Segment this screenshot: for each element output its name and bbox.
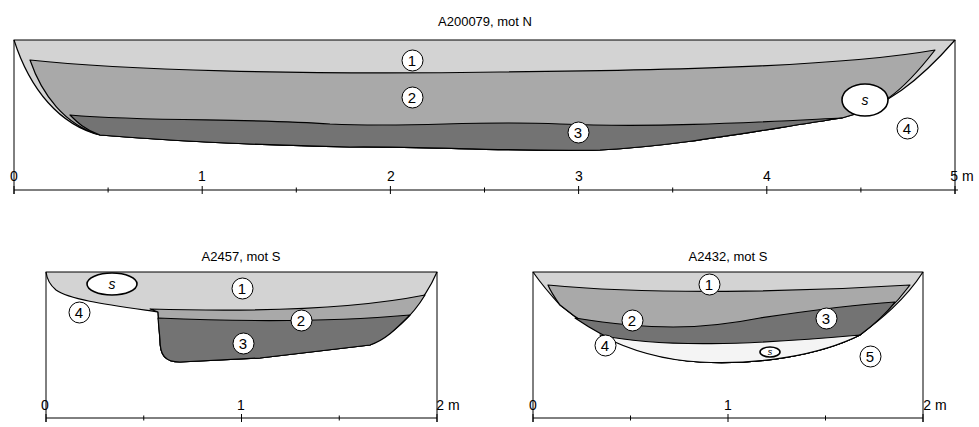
callout-number: 1: [238, 280, 246, 297]
callout-number: 4: [903, 120, 911, 137]
scale-number: 0: [529, 397, 537, 413]
stone: s: [841, 83, 889, 117]
scale-number: 1: [237, 397, 245, 413]
layer-number: 4: [68, 301, 91, 324]
section-title: A200079, mot N: [438, 14, 532, 30]
layer-number: 4: [896, 117, 919, 140]
callout-number: 2: [408, 89, 416, 106]
scale-number: 2: [387, 168, 395, 184]
layer-number: 4: [594, 334, 617, 357]
callout-number: 1: [705, 276, 713, 293]
stone-mark: s: [768, 347, 773, 357]
scale-number: 5 m: [950, 168, 973, 184]
scale-tick: [955, 186, 956, 194]
scale-number: 3: [575, 168, 583, 184]
scale-tick: [825, 416, 826, 421]
layer-number: 2: [621, 309, 644, 332]
scale-number: 2 m: [923, 397, 946, 413]
layer-number: 5: [859, 345, 882, 368]
scale-tick: [672, 188, 673, 193]
scale-tick: [728, 414, 729, 422]
callout-number: 4: [75, 304, 83, 321]
layer-number: 2: [290, 309, 313, 332]
callout-number: 4: [601, 337, 609, 354]
layer-number: 1: [698, 273, 721, 296]
scale-tick: [339, 416, 340, 421]
section-title: A2457, mot S: [202, 249, 281, 265]
scale-number: 0: [41, 397, 49, 413]
scale-number: 0: [10, 168, 18, 184]
layer-number: 1: [231, 277, 254, 300]
scale-tick: [630, 416, 631, 421]
scale-tick: [46, 414, 47, 422]
scale-tick: [108, 188, 109, 193]
scale-tick: [296, 188, 297, 193]
stone-mark: s: [862, 92, 869, 108]
stone: s: [86, 272, 138, 296]
callout-number: 3: [574, 124, 582, 141]
scale-tick: [143, 416, 144, 421]
scale-number: 1: [724, 397, 732, 413]
stone-mark: s: [109, 276, 116, 292]
scale-tick: [390, 186, 391, 194]
scale-number: 2 m: [436, 397, 459, 413]
layer-number: 3: [232, 332, 255, 355]
layer-number: 3: [567, 121, 590, 144]
callout-number: 3: [822, 310, 830, 327]
layer-number: 1: [401, 49, 424, 72]
callout-number: 1: [408, 52, 416, 69]
callout-number: 5: [866, 348, 874, 365]
scale-tick: [860, 188, 861, 193]
scale-tick: [437, 414, 438, 422]
scale-tick: [533, 414, 534, 422]
scale-tick: [202, 186, 203, 194]
callout-number: 3: [239, 335, 247, 352]
scale-tick: [14, 186, 15, 194]
scale-tick: [578, 186, 579, 194]
layer-number: 3: [815, 307, 838, 330]
stone: s: [759, 346, 781, 358]
scale-number: 4: [763, 168, 771, 184]
callout-number: 2: [628, 312, 636, 329]
section-title: A2432, mot S: [689, 249, 768, 265]
callout-number: 2: [297, 312, 305, 329]
scale-tick: [484, 188, 485, 193]
scale-tick: [241, 414, 242, 422]
scale-tick: [923, 414, 924, 422]
layer-number: 2: [401, 86, 424, 109]
scale-tick: [766, 186, 767, 194]
scale-number: 1: [198, 168, 206, 184]
